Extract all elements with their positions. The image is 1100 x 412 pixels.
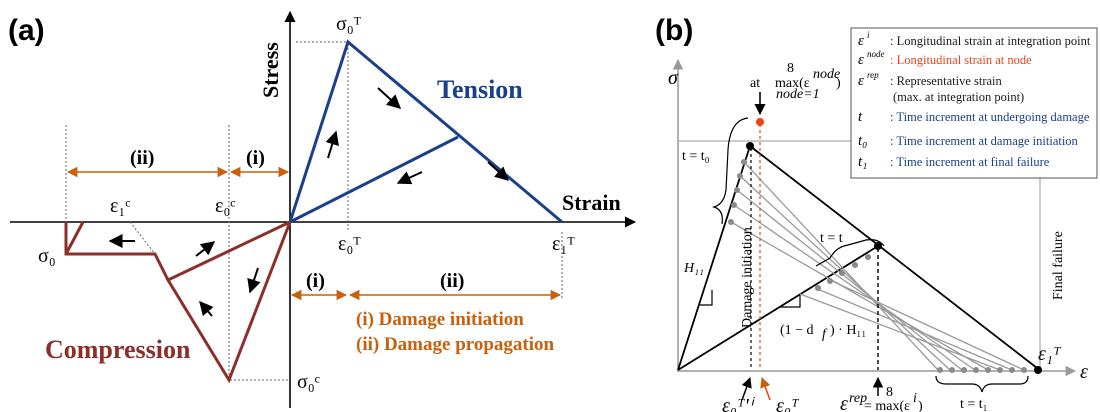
sigma0C-label: σ₀ᶜ bbox=[297, 371, 320, 393]
eps0T-label-b: ε₀ᵀ bbox=[776, 395, 800, 412]
compression-tail bbox=[64, 222, 170, 281]
sigma-symbol: σ bbox=[668, 67, 679, 89]
max-lower: node=1 bbox=[776, 87, 820, 102]
eps1T-label: ε₁ᵀ bbox=[552, 233, 575, 255]
compression-unload-arrow bbox=[199, 300, 214, 317]
legend-symbol: t₀ bbox=[858, 133, 867, 149]
eps-rep-i-sup: i bbox=[913, 391, 917, 406]
legend-symbol: ε bbox=[858, 33, 864, 49]
eps0Ti-label: ε₀ᵀ'ⁱ bbox=[722, 395, 756, 412]
eps0Ti-arrow bbox=[741, 377, 752, 401]
eps0C-label: ε₀ᶜ bbox=[215, 195, 236, 217]
legend-symbol: t₁ bbox=[858, 154, 867, 170]
h11-slope-triangle bbox=[700, 290, 713, 306]
max-node-sup: node bbox=[813, 67, 840, 82]
compression-label: Compression bbox=[45, 335, 191, 364]
compression-unload-guide bbox=[129, 221, 156, 255]
node-strain-point bbox=[756, 118, 764, 126]
eps0T-arrow bbox=[760, 377, 771, 401]
legend-text: : Time increment at final failure bbox=[890, 155, 1050, 169]
panel-b-label: (b) bbox=[655, 14, 693, 47]
stress-axis-title: Stress bbox=[258, 42, 283, 98]
eps0T-label: ε₀ᵀ bbox=[338, 233, 361, 255]
max-upper: 8 bbox=[787, 61, 794, 76]
degraded-slope-label: (1 − d bbox=[780, 323, 814, 338]
gray-points bbox=[728, 159, 1027, 373]
eps-symbol: ε bbox=[1080, 361, 1088, 383]
panel-b: (b) σ ε bbox=[655, 14, 1098, 412]
final-failure-label: Final failure bbox=[1051, 231, 1066, 300]
t-eq-t1-label: t = t₁ bbox=[960, 397, 988, 412]
legend-text: : Time increment at damage initiation bbox=[890, 134, 1079, 148]
compression-reload-arrow bbox=[195, 241, 216, 257]
t-eq-t-label: t = t bbox=[820, 231, 843, 246]
final-failure-point bbox=[1034, 366, 1042, 374]
current-point bbox=[874, 242, 882, 250]
degraded-slope-triangle bbox=[780, 295, 801, 308]
softening-line bbox=[749, 145, 1038, 369]
tension-zone-ii: (ii) bbox=[440, 270, 464, 292]
t1-brace bbox=[935, 375, 1029, 393]
sigma0-label: σ₀ bbox=[38, 245, 56, 267]
tension-load-arrow bbox=[325, 130, 339, 159]
legend-superscript: node bbox=[867, 49, 885, 59]
elastic-line bbox=[677, 145, 751, 371]
legend-superscript: rep bbox=[867, 70, 879, 80]
legend-text: : Representative strain bbox=[890, 74, 1003, 88]
tension-soften-arrow bbox=[377, 87, 402, 109]
gray-softening-family bbox=[730, 161, 1025, 371]
tension-soften-arrow-2 bbox=[487, 161, 510, 181]
compression-zone-i: (i) bbox=[246, 147, 265, 169]
tension-label: Tension bbox=[437, 75, 523, 104]
at-label: at bbox=[750, 76, 760, 91]
panel-a-label: (a) bbox=[8, 14, 45, 47]
legend-text: : Longitudinal strain at node bbox=[890, 53, 1032, 67]
panel-a: (a) Stress Strain σ₀ᵀ σ₀ᶜ σ₀ ε bbox=[8, 10, 637, 408]
t-eq-t0-label: t = t₀ bbox=[682, 149, 710, 164]
tension-zone-i: (i) bbox=[306, 270, 325, 292]
legend-box bbox=[850, 27, 1098, 179]
df-sub: f bbox=[822, 327, 828, 342]
eps-rep-eq: = max(ε bbox=[864, 399, 910, 412]
legend-text: : Time increment at undergoing damage bbox=[890, 110, 1090, 124]
legend-symbol: t bbox=[858, 109, 863, 125]
eps1C-label: ε₁ᶜ bbox=[110, 195, 131, 217]
legend-symbol: ε bbox=[858, 52, 864, 68]
eps1T-label-b: ε₁ᵀ bbox=[1038, 343, 1062, 365]
degraded-line bbox=[677, 245, 879, 371]
legend-damage-initiation: (i) Damage initiation bbox=[356, 309, 524, 330]
legend-text: (max. at integration point) bbox=[893, 90, 1024, 104]
legend-text: : Longitudinal strain at integration poi… bbox=[890, 34, 1091, 48]
max-close-paren: ) bbox=[836, 76, 841, 91]
compression-zone-ii: (ii) bbox=[130, 147, 154, 169]
legend-symbol: ε bbox=[858, 73, 864, 89]
tension-unload-line bbox=[289, 135, 459, 224]
tension-envelope bbox=[288, 39, 563, 224]
degraded-slope-rest: ) · H₁₁ bbox=[830, 323, 866, 338]
eps-rep-label: ε bbox=[840, 393, 848, 412]
eps-rep-close: ) bbox=[918, 399, 923, 412]
h11-label: H₁₁ bbox=[683, 261, 704, 276]
legend-superscript: i bbox=[867, 30, 870, 40]
damage-init-point bbox=[746, 142, 754, 150]
t-brace bbox=[815, 239, 885, 267]
compression-load-arrow bbox=[247, 267, 261, 294]
damage-initiation-label: Damage initiation bbox=[740, 227, 755, 328]
tension-unload-arrow bbox=[396, 171, 423, 185]
eps-rep-sup: rep bbox=[849, 391, 867, 406]
sigma0T-label: σ₀ᵀ bbox=[336, 13, 362, 35]
legend-damage-propagation: (ii) Damage propagation bbox=[356, 334, 555, 355]
strain-axis-title: Strain bbox=[562, 190, 621, 215]
max-label: max(ε bbox=[775, 76, 810, 91]
compression-loop bbox=[165, 220, 292, 384]
compression-residual bbox=[64, 221, 85, 255]
eps-rep-upper: 8 bbox=[886, 385, 893, 400]
t0-brace bbox=[711, 117, 749, 225]
